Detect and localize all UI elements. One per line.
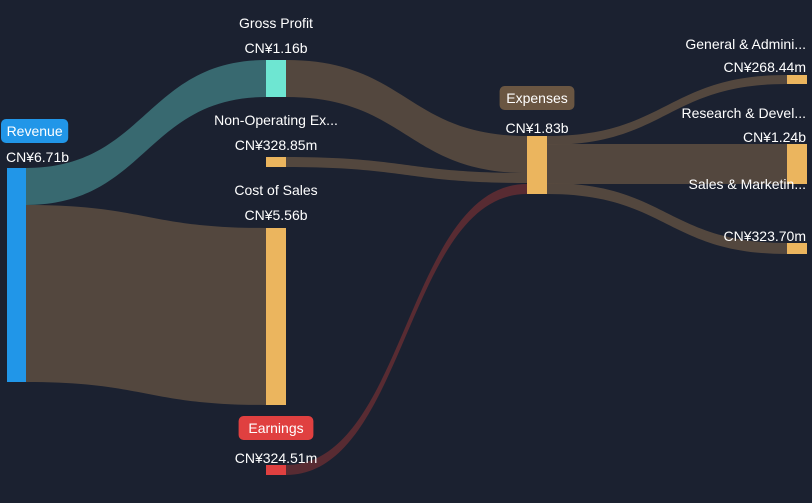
node-earnings <box>266 465 286 475</box>
link-revenue-to-gross_profit <box>26 60 266 205</box>
link-expenses-to-research_dev <box>547 144 787 184</box>
node-sales_marketing <box>787 243 807 254</box>
value-revenue: CN¥6.71b <box>6 149 69 165</box>
link-revenue-to-cost_of_sales <box>26 205 266 405</box>
link-earnings-to-expenses <box>286 184 527 475</box>
pill-revenue <box>1 119 69 143</box>
value-general_admin: CN¥268.44m <box>724 59 807 75</box>
links-layer <box>26 60 787 475</box>
node-cost_of_sales <box>266 228 286 405</box>
label-earnings: Earnings <box>248 420 303 436</box>
link-gross_profit-to-expenses <box>286 60 527 173</box>
node-gross_profit <box>266 60 286 97</box>
node-revenue <box>7 168 26 382</box>
value-research_dev: CN¥1.24b <box>743 129 806 145</box>
label-expenses: Expenses <box>506 90 567 106</box>
label-research_dev: Research & Devel... <box>682 105 807 121</box>
value-earnings: CN¥324.51m <box>235 450 318 466</box>
label-general_admin: General & Admini... <box>685 36 806 52</box>
link-expenses-to-general_admin <box>547 75 787 145</box>
value-non_operating: CN¥328.85m <box>235 137 318 153</box>
value-expenses: CN¥1.83b <box>505 120 568 136</box>
link-non_operating-to-expenses <box>286 157 527 183</box>
value-cost_of_sales: CN¥5.56b <box>244 207 307 223</box>
label-revenue: Revenue <box>7 123 63 139</box>
node-research_dev <box>787 144 807 184</box>
node-general_admin <box>787 75 807 84</box>
label-sales_marketing: Sales & Marketin... <box>689 176 807 192</box>
label-cost_of_sales: Cost of Sales <box>234 182 317 198</box>
label-gross_profit: Gross Profit <box>239 15 313 31</box>
pill-expenses <box>499 86 575 110</box>
pill-earnings <box>238 416 314 440</box>
node-expenses <box>527 136 547 194</box>
value-gross_profit: CN¥1.16b <box>244 40 307 56</box>
node-non_operating <box>266 157 286 167</box>
link-expenses-to-sales_marketing <box>547 183 787 254</box>
label-non_operating: Non-Operating Ex... <box>214 112 338 128</box>
value-sales_marketing: CN¥323.70m <box>724 228 807 244</box>
nodes-layer <box>7 60 807 475</box>
